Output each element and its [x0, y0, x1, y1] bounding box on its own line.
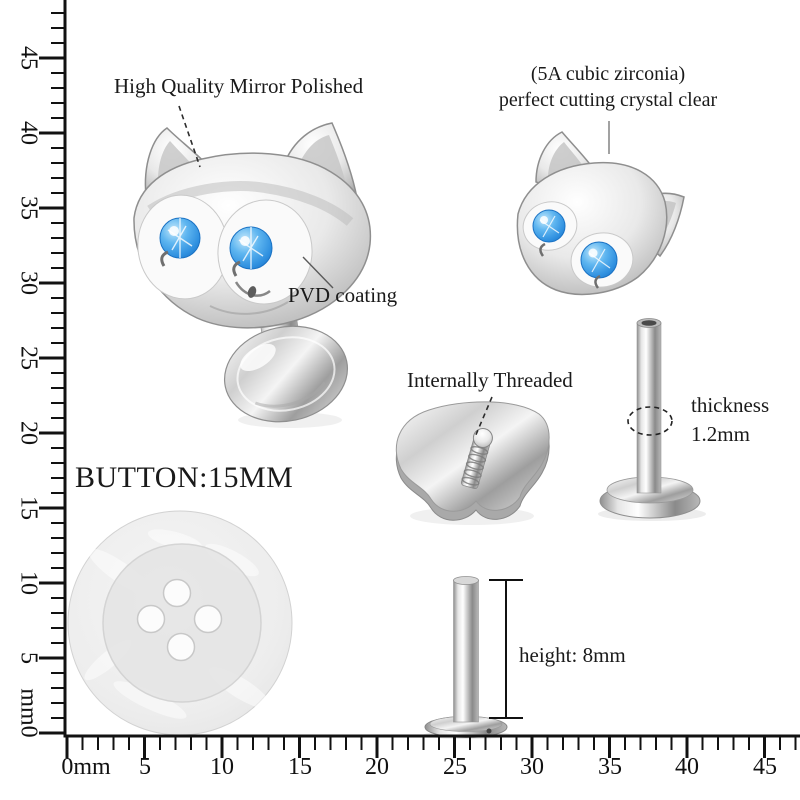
vertical-ruler-number: 40: [15, 121, 42, 145]
vertical-ruler-number: 35: [15, 196, 42, 220]
horizontal-ruler-number: 15: [288, 754, 312, 780]
label-button-size: BUTTON:15MM: [75, 461, 294, 494]
vertical-ruler-number: 25: [15, 346, 42, 370]
button-reference: [67, 510, 293, 736]
horizontal-ruler-number: 35: [598, 754, 622, 780]
horizontal-ruler-number: 30: [520, 754, 544, 780]
thickness-dashed-circle: [627, 406, 673, 436]
label-pvd-coating: PVD coating: [288, 283, 398, 307]
threaded-leader-line: [474, 396, 493, 438]
horizontal-ruler-number: 45: [753, 754, 777, 780]
vertical-ruler-number: 5: [15, 652, 42, 664]
vertical-ruler-number: 15: [15, 496, 42, 520]
label-cubic-zirconia: (5A cubic zirconia) perfect cutting crys…: [452, 61, 764, 114]
horizontal-ruler-number: 40: [675, 754, 699, 780]
label-thickness-value: 1.2mm: [691, 422, 750, 447]
threaded-backplate: [395, 401, 550, 525]
label-height: height: 8mm: [519, 643, 626, 667]
threaded-screw-post: [460, 427, 493, 490]
vertical-ruler-number: 30: [15, 271, 42, 295]
label-zirconia-line1: (5A cubic zirconia): [530, 63, 686, 85]
horizontal-ruler-number: 10: [210, 754, 234, 780]
fox-stud-front-view: [133, 122, 372, 428]
horizontal-ruler-number: 20: [365, 754, 389, 780]
crystal-eye-left: [159, 217, 201, 259]
label-thickness-word: thickness: [691, 393, 770, 417]
horizontal-ruler-number: 5: [139, 754, 151, 780]
vertical-ruler-number: 45: [15, 46, 42, 70]
label-internally-threaded: Internally Threaded: [407, 368, 573, 392]
horizontal-ruler-number: 25: [443, 754, 467, 780]
vertical-ruler-number: 10: [15, 571, 42, 595]
labret-post-height-view: [423, 576, 523, 739]
crystal-eye-right: [229, 226, 273, 270]
leader-lines: [178, 105, 610, 438]
fox-head-angled-view: [516, 131, 685, 296]
label-thickness: thickness 1.2mm: [691, 391, 769, 450]
label-zirconia-line2: perfect cutting crystal clear: [498, 89, 718, 112]
ruler-ticks: [39, 0, 800, 758]
horizontal-ruler-unit: 0mm: [61, 754, 111, 780]
crystal-eye-left: [532, 209, 566, 243]
height-measure-bracket: [489, 579, 523, 719]
crystal-eye-right: [580, 241, 618, 279]
button-holes: [136, 578, 223, 662]
vertical-ruler-number: 20: [15, 421, 42, 445]
vertical-ruler-unit: mm0: [15, 688, 42, 738]
pvd-coating-leader-line: [302, 256, 334, 289]
labret-bar-thickness-view: [598, 318, 706, 521]
label-mirror-polished: High Quality Mirror Polished: [114, 74, 364, 98]
mirror-polished-leader-line: [178, 105, 201, 168]
